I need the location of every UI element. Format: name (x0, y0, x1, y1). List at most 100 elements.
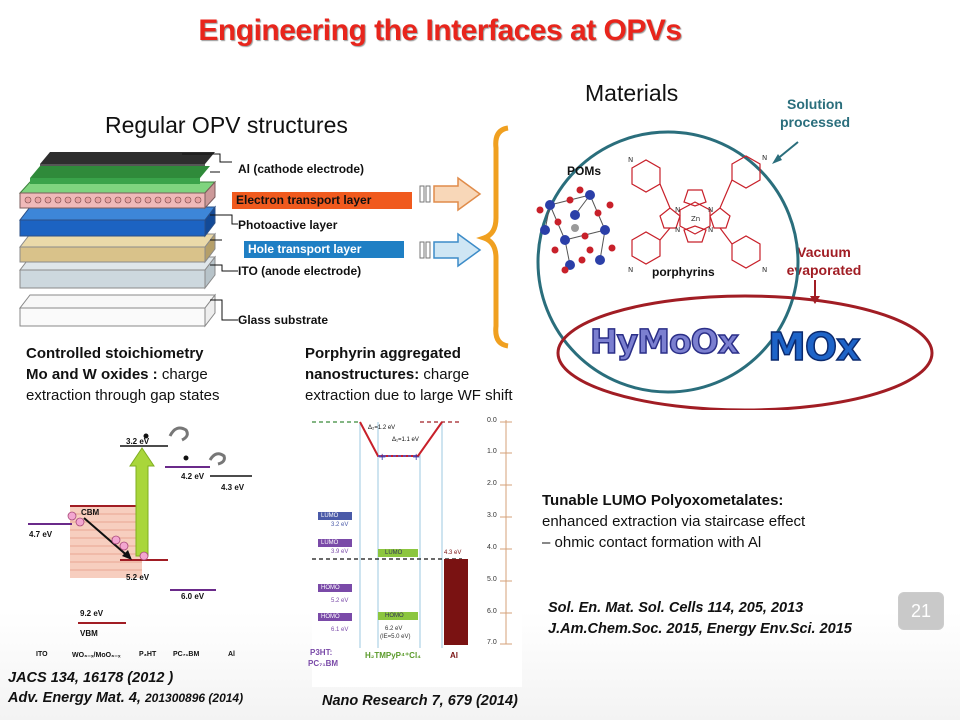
vertical-guides (359, 422, 443, 648)
x-label-al: Al (228, 651, 235, 658)
middle-panel-text: Porphyrin aggregated nanostructures: cha… (305, 343, 513, 406)
slide-title: Engineering the Interfaces at OPVs (198, 14, 682, 47)
ito-layer (18, 255, 217, 290)
svg-text:+: + (412, 452, 420, 463)
right-panel-line3: – ohmic contact formation with Al (542, 534, 762, 551)
opv-stack-illustration (18, 152, 238, 328)
bottom-label-al: Al (450, 651, 458, 660)
energy-axis (500, 420, 512, 645)
zn-atom-label: Zn (691, 215, 700, 223)
middle-energy-diagram: + + (312, 412, 522, 687)
svg-text:N: N (675, 226, 680, 234)
layer-label-al: Al (cathode electrode) (238, 162, 365, 176)
ref-right-line1: Sol. En. Mat. Sol. Cells 114, 205, 2013 (548, 600, 804, 616)
page-number: 21 (898, 592, 944, 630)
orange-arrow (419, 176, 482, 212)
glass-substrate-layer (18, 293, 217, 328)
cbm-label: CBM (81, 508, 100, 517)
layer-label-ito: ITO (anode electrode) (238, 264, 362, 278)
chip-homo3-note: (IE=5.0 eV) (380, 634, 411, 640)
x-label-wo3: WO₃₋ₓ/MoO₃₋ₓ (72, 652, 121, 659)
mox-label: MOx (767, 324, 861, 370)
hole-transport-layer-slab (18, 232, 217, 264)
tick-0: 0.0 (487, 417, 497, 424)
chip-lumo2-val: 3.9 eV (331, 549, 349, 555)
left-panel-line2-rest: charge (157, 366, 208, 383)
carrier-circles (67, 511, 149, 561)
porphyrins-label: porphyrins (652, 265, 715, 279)
vacuum-evaporated-ellipse (556, 294, 934, 410)
porphyrin-molecule-icon (631, 155, 761, 269)
curl-arrow-icon-2 (208, 452, 226, 466)
svg-text:N: N (762, 154, 767, 162)
level-label-4-3: 4.3 eV (221, 483, 245, 492)
level-label-9-2: 9.2 eV (80, 609, 104, 618)
delta-2-label: Δ₂=1.2 eV (368, 425, 396, 431)
homo3-bar (378, 612, 418, 620)
poms-label: POMs (567, 164, 602, 178)
bottom-label-h2tmpyp: H₂TMPyP⁴⁺Cl₄ (365, 651, 421, 660)
al-value-label: 4.3 eV (444, 550, 462, 556)
ref-left-line1: JACS 134, 16178 (2012 ) (8, 670, 174, 686)
delta-1-label: Δ₁=1.1 eV (392, 437, 419, 443)
homo2-bar (318, 613, 352, 621)
left-panel-line3: extraction through gap states (26, 387, 220, 404)
chip-lumo2: LUMO (321, 540, 339, 546)
chip-lumo3: LUMO (385, 550, 403, 556)
homo1-bar (318, 584, 352, 592)
photoactive-layer-slab (18, 205, 217, 238)
chip-lumo1-val: 3.2 eV (331, 522, 349, 528)
level-label-6-0: 6.0 eV (181, 592, 205, 601)
chip-homo2: HOMO (321, 614, 340, 620)
layer-label-htl: Hole transport layer (244, 241, 404, 258)
curl-arrow-icon-1 (168, 426, 189, 442)
cbm-band (70, 505, 142, 578)
solution-processed-label: Solution processed (780, 96, 851, 130)
vacuum-evaporated-label: Vacuum evaporated (786, 244, 862, 278)
ref-left-line2: Adv. Energy Mat. 4, 201300896 (2014) (8, 690, 243, 706)
svg-text:N: N (762, 266, 767, 274)
tick-3: 3.0 (487, 512, 497, 519)
x-label-ito: ITO (36, 651, 48, 658)
level-label-4-7: 4.7 eV (29, 530, 53, 539)
level-label-4-2: 4.2 eV (181, 472, 205, 481)
chip-lumo1: LUMO (321, 513, 339, 519)
chip-homo2-val: 6.1 eV (331, 627, 349, 633)
chip-homo1: HOMO (321, 585, 340, 591)
solution-processed-circle (536, 130, 800, 394)
tick-7: 7.0 (487, 639, 497, 646)
tick-5: 5.0 (487, 576, 497, 583)
tick-1: 1.0 (487, 448, 497, 455)
left-panel-heading: Controlled stoichiometry (26, 345, 204, 362)
chip-homo1-val: 5.2 eV (331, 598, 349, 604)
al-bar (444, 559, 468, 645)
left-energy-diagram (28, 426, 252, 624)
layer-label-etl: Electron transport layer (232, 192, 412, 209)
energy-axis-ticks: 0.0 1.0 2.0 3.0 4.0 5.0 6.0 7.0 (487, 417, 527, 657)
middle-panel-line3: extraction due to large WF shift (305, 387, 513, 404)
lumo1-bar (318, 512, 352, 520)
ref-right-line2: J.Am.Chem.Soc. 2015, Energy Env.Sci. 201… (548, 621, 852, 637)
chip-homo3: HOMO (385, 613, 404, 619)
svg-text:N: N (628, 156, 633, 164)
svg-text:N: N (628, 266, 633, 274)
pom-molecule-icon (536, 186, 616, 274)
vbm-label: VBM (80, 629, 98, 638)
blue-arrow (419, 232, 482, 268)
chip-homo3-val: 6.2 eV (385, 626, 403, 632)
layer-label-glass: Glass substrate (238, 313, 329, 327)
layer-label-photoactive: Photoactive layer (238, 218, 338, 232)
left-panel-line2-bold: Mo and W oxides : (26, 366, 158, 383)
electron-transport-layer-slab (18, 180, 217, 210)
left-x-labels: ITO WO₃₋ₓ/MoO₃₋ₓ P₃HT PC₇₁BM Al (36, 651, 246, 663)
layer-leader-lines (182, 153, 238, 321)
ref-left-line2-a: Adv. Energy Mat. 4, (8, 690, 145, 706)
ref-middle: Nano Research 7, 679 (2014) (322, 693, 518, 709)
al-cathode-layer (30, 152, 215, 184)
level-label-5-2: 5.2 eV (126, 573, 150, 582)
svg-text:N: N (675, 206, 680, 214)
lumo3-bar (378, 549, 418, 557)
level-label-3-2: 3.2 eV (126, 437, 150, 446)
x-label-pcbm: PC₇₁BM (173, 651, 200, 658)
